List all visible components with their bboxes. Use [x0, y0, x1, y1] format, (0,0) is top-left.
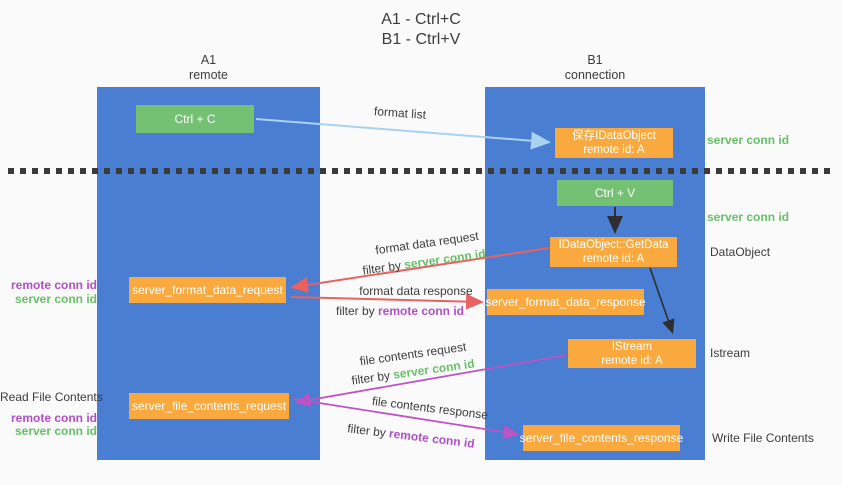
node-server-format-data-request: server_format_data_request	[129, 277, 286, 303]
node-idataobject-getdata: IDataObject::GetData remote id: A	[550, 237, 677, 267]
dashed-separator	[8, 168, 836, 174]
node-save-dataobject: 保存IDataObject remote id: A	[555, 128, 673, 158]
filter-prefix: filter by	[335, 304, 378, 318]
lane-b1-header: B1 connection	[485, 53, 705, 83]
label-file-contents-response: file contents response	[371, 394, 489, 422]
label-istream: Istream	[710, 346, 751, 360]
lane-b1-subtitle: connection	[564, 68, 626, 82]
lane-a1-name: A1	[200, 53, 217, 67]
node-save-dataobject-line1: 保存IDataObject	[572, 130, 656, 142]
node-ctrl-v-label: Ctrl + V	[594, 186, 636, 200]
label-server-conn-id-left-bottom: server conn id	[14, 424, 97, 438]
node-save-dataobject-line2: remote id: A	[583, 144, 645, 156]
filter-prefix: filter by	[350, 367, 395, 388]
node-ctrl-c-label: Ctrl + C	[174, 112, 216, 126]
node-server-format-data-request-label: server_format_data_request	[132, 283, 283, 297]
label-file-contents-response-text: file contents response	[371, 393, 489, 423]
node-ctrl-c: Ctrl + C	[136, 105, 254, 133]
filter-prefix: filter by	[361, 257, 406, 278]
node-server-file-contents-response-label: server_file_contents_response	[519, 431, 684, 445]
node-ctrl-v: Ctrl + V	[557, 180, 673, 206]
label-remote-conn-id-left-bottom: remote conn id	[10, 410, 97, 425]
label-format-data-response-text: format data response	[359, 284, 473, 298]
label-server-conn-id-left-top: server conn id	[14, 291, 97, 306]
node-istream-line2: remote id: A	[601, 354, 663, 367]
title-line-2: B1 - Ctrl+V	[381, 31, 461, 48]
filter-key-remote-conn-id: remote conn id	[388, 426, 476, 451]
node-getdata-line2: remote id: A	[582, 253, 645, 265]
label-format-list: format list	[374, 104, 427, 122]
diagram-title: A1 - Ctrl+C B1 - Ctrl+V	[0, 10, 842, 50]
label-server-conn-id-right-top: server conn id	[707, 133, 790, 147]
label-format-data-response: format data response	[359, 284, 472, 298]
lane-a1-header: A1 remote	[97, 53, 320, 83]
left-conn-id-labels-top: remote conn id server conn id	[0, 278, 97, 306]
node-getdata-line1: IDataObject::GetData	[558, 239, 669, 251]
left-conn-id-labels-bottom: Read File Contents remote conn id server…	[0, 390, 103, 439]
label-format-list-text: format list	[373, 104, 427, 122]
label-write-file-contents: Write File Contents	[712, 431, 814, 445]
label-dataobject: DataObject	[710, 245, 771, 259]
title-line-1: A1 - Ctrl+C	[381, 11, 461, 28]
node-server-file-contents-request-label: server_file_contents_request	[131, 399, 287, 413]
label-filter-format-response: filter by remote conn id	[336, 304, 464, 318]
node-istream: IStream remote id: A	[568, 339, 696, 368]
filter-prefix: filter by	[346, 421, 391, 441]
node-server-file-contents-request: server_file_contents_request	[129, 393, 289, 419]
node-server-file-contents-response: server_file_contents_response	[519, 425, 684, 451]
node-server-format-data-response-label: server_format_data_response	[485, 295, 646, 309]
label-read-file-contents: Read File Contents	[0, 390, 103, 404]
lane-b1-name: B1	[587, 53, 603, 67]
node-server-format-data-response: server_format_data_response	[485, 289, 646, 315]
node-istream-line1: IStream	[611, 340, 653, 353]
label-remote-conn-id-left-top: remote conn id	[10, 278, 97, 292]
lane-a1-subtitle: remote	[189, 68, 228, 82]
label-server-conn-id-right-mid: server conn id	[707, 210, 790, 224]
label-filter-file-response: filter by remote conn id	[347, 421, 476, 450]
filter-key-remote-conn-id: remote conn id	[378, 304, 465, 318]
